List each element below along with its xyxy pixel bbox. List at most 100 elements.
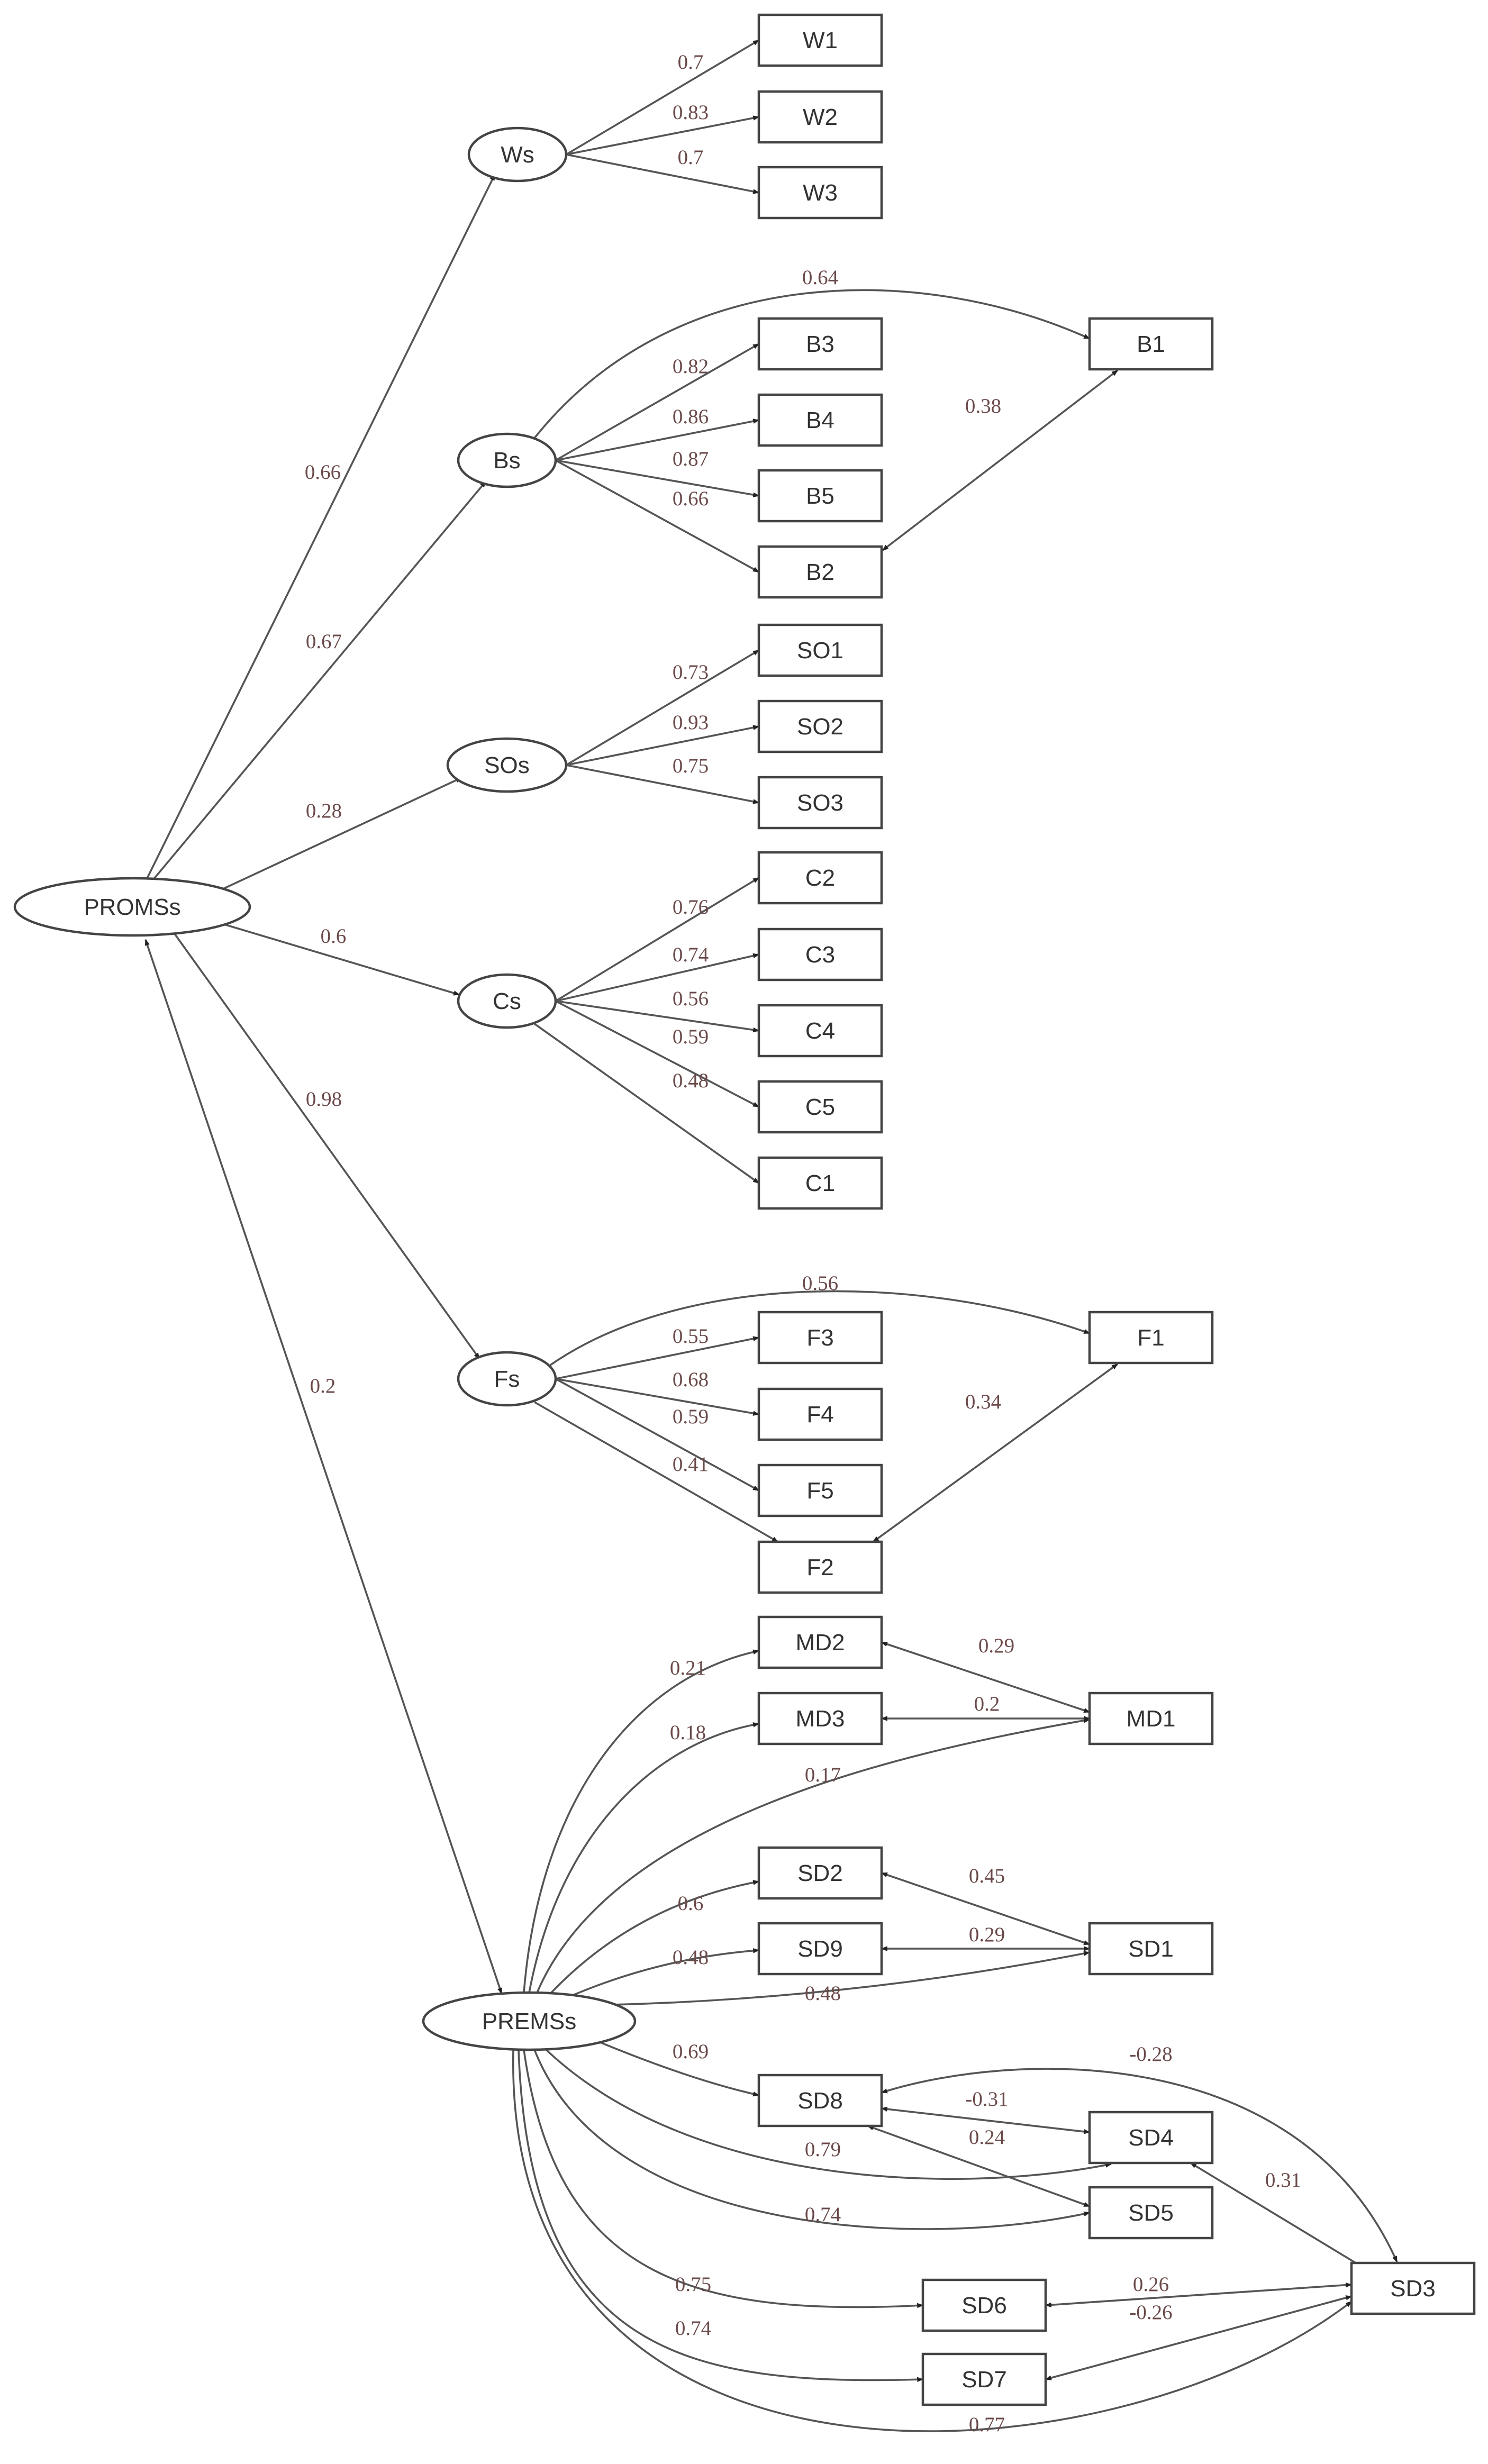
observed-node-box xyxy=(757,393,883,447)
edge-label-premss-sd7: 0.74 xyxy=(675,2317,711,2340)
observed-node-box xyxy=(757,928,883,981)
edge-label-md2-md1: 0.29 xyxy=(978,1634,1014,1657)
observed-node-label: B2 xyxy=(806,559,834,585)
observed-node-box xyxy=(921,2278,1047,2332)
observed-node-f4: F4 xyxy=(757,1387,883,1441)
edge-sos-to-so1 xyxy=(566,649,760,766)
latent-node-label: Ws xyxy=(501,142,534,168)
edge-label-promss-ws: 0.66 xyxy=(305,461,341,484)
latent-node-shape xyxy=(467,126,568,183)
observed-node-so3: SO3 xyxy=(757,776,883,830)
observed-node-label: MD2 xyxy=(796,1630,845,1656)
edge-label-f1-f2: 0.34 xyxy=(965,1390,1001,1413)
observed-node-box xyxy=(757,90,883,144)
observed-node-sd4: SD4 xyxy=(1088,2111,1214,2165)
observed-node-label: F5 xyxy=(806,1478,833,1504)
observed-node-box xyxy=(757,1615,883,1669)
observed-node-label: SO2 xyxy=(797,714,843,740)
edge-label-fs-f3: 0.55 xyxy=(673,1325,709,1348)
edge-sos-to-so3 xyxy=(566,764,760,804)
latent-node-label: SOs xyxy=(484,752,530,778)
latent-node-label: Fs xyxy=(494,1366,520,1392)
observed-node-box xyxy=(757,317,883,371)
edge-f1-to-f2 xyxy=(872,1363,1119,1543)
observed-node-b2: B2 xyxy=(757,545,883,599)
observed-node-w1: W1 xyxy=(757,13,883,67)
observed-node-box xyxy=(757,1540,883,1594)
edge-label-sd8-sd3: -0.28 xyxy=(1129,2043,1172,2066)
edge-label-bs-b5: 0.87 xyxy=(673,448,709,470)
observed-node-label: C5 xyxy=(805,1094,835,1120)
edge-label-premss-sd5: 0.74 xyxy=(805,2203,841,2226)
observed-node-label: F2 xyxy=(806,1554,833,1580)
edge-bs-to-b2 xyxy=(555,459,760,573)
observed-node-label: SO3 xyxy=(797,790,843,816)
edge-label-cs-c1: 0.48 xyxy=(673,1069,709,1092)
latent-node-shape xyxy=(457,973,557,1029)
edge-premss-to-sd7 xyxy=(518,2049,924,2383)
edge-cs-to-c3 xyxy=(555,953,760,1002)
edge-label-bs-b2: 0.66 xyxy=(673,487,709,510)
edge-cs-to-c2 xyxy=(555,877,760,1002)
edge-label-premss-sd6: 0.75 xyxy=(675,2273,711,2296)
edge-label-premss-sd8: 0.69 xyxy=(673,2040,709,2063)
observed-node-so2: SO2 xyxy=(757,699,883,753)
observed-node-box xyxy=(921,2352,1047,2406)
observed-node-box xyxy=(1350,2261,1476,2315)
edge-premss-to-sd1 xyxy=(592,1951,1091,2006)
edge-label-premss-sd2: 0.6 xyxy=(678,1892,704,1915)
observed-node-box xyxy=(757,699,883,753)
observed-node-label: B4 xyxy=(806,407,834,433)
edge-label-md3-md1: 0.2 xyxy=(974,1693,1000,1715)
observed-node-sd7: SD7 xyxy=(921,2352,1047,2406)
edge-sd8-to-sd5 xyxy=(867,2125,1091,2207)
observed-node-label: C2 xyxy=(805,865,835,891)
edge-premss-to-sd6 xyxy=(523,2049,924,2308)
observed-node-md2: MD2 xyxy=(757,1615,883,1669)
observed-node-b5: B5 xyxy=(757,469,883,523)
observed-node-box xyxy=(757,1387,883,1441)
latent-node-label: PROMSs xyxy=(84,894,180,920)
observed-node-c3: C3 xyxy=(757,928,883,981)
observed-node-f5: F5 xyxy=(757,1463,883,1517)
observed-node-sd1: SD1 xyxy=(1088,1922,1214,1976)
observed-node-label: SD7 xyxy=(961,2367,1007,2393)
observed-node-c2: C2 xyxy=(757,851,883,905)
edge-bs-to-b1 xyxy=(533,289,1091,439)
edge-label-fs-f2: 0.41 xyxy=(673,1453,709,1476)
edge-label-premss-md3: 0.18 xyxy=(670,1721,706,1744)
observed-node-so1: SO1 xyxy=(757,623,883,677)
observed-node-box xyxy=(1088,1311,1214,1365)
observed-node-label: MD1 xyxy=(1127,1706,1176,1732)
observed-node-label: B1 xyxy=(1137,331,1165,357)
edge-label-sd6-sd3: 0.26 xyxy=(1133,2273,1169,2296)
edge-fs-to-f4 xyxy=(555,1378,760,1416)
edge-label-promss-sos: 0.28 xyxy=(306,799,342,822)
edge-label-cs-c5: 0.59 xyxy=(673,1025,709,1048)
observed-node-label: SD8 xyxy=(797,2088,843,2114)
edge-cs-to-c1 xyxy=(533,1023,760,1184)
edge-label-fs-f1: 0.56 xyxy=(802,1272,838,1295)
edge-promss-to-sos xyxy=(211,777,462,895)
edge-promss-to-fs xyxy=(174,933,480,1360)
edge-label-sd4-sd3: 0.31 xyxy=(1265,2169,1301,2192)
edge-fs-to-f3 xyxy=(555,1336,760,1380)
observed-node-b1: B1 xyxy=(1088,317,1214,371)
observed-node-box xyxy=(1088,1692,1214,1745)
observed-node-box xyxy=(757,469,883,523)
observed-node-label: SO1 xyxy=(797,638,843,663)
edge-promss-to-premss xyxy=(144,939,503,1995)
edge-label-ws-w3: 0.7 xyxy=(678,146,704,169)
edge-label-sos-so3: 0.75 xyxy=(673,754,709,777)
observed-node-f1: F1 xyxy=(1088,1311,1214,1365)
observed-node-c1: C1 xyxy=(757,1156,883,1210)
nodes-layer: WsBsSOsPROMSsCsFsPREMSsW1W2W3B3B4B5B2B1S… xyxy=(13,13,1476,2406)
observed-node-label: B3 xyxy=(806,331,834,357)
observed-node-w2: W2 xyxy=(757,90,883,144)
observed-node-sd2: SD2 xyxy=(757,1846,883,1900)
edge-label-premss-sd9: 0.48 xyxy=(673,1946,709,1969)
latent-node-shape xyxy=(422,1991,637,2051)
edge-label-sd2-sd1: 0.45 xyxy=(969,1865,1005,1887)
latent-node-label: PREMSs xyxy=(482,2008,576,2034)
